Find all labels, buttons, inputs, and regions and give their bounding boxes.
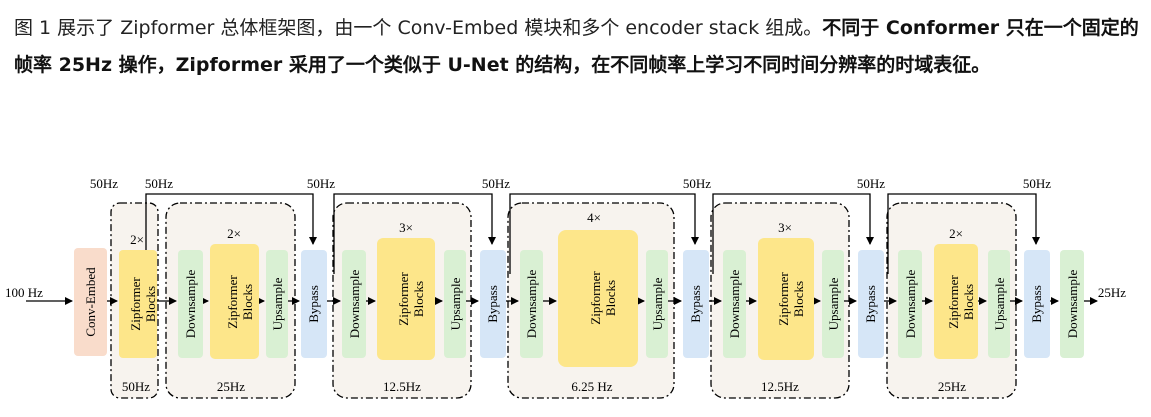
upsample-block-1 xyxy=(266,250,288,358)
bypass-block-4 xyxy=(858,250,884,358)
conv-embed-block xyxy=(74,248,107,356)
final-downsample-label: Downsample xyxy=(1065,269,1080,338)
skip-label: 50Hz xyxy=(145,176,173,191)
stack-rate-label: 25Hz xyxy=(938,379,966,394)
bypass-label: Bypass xyxy=(485,285,500,323)
downsample-block-5 xyxy=(898,250,922,358)
zipformer-label: ZipformerBlocks xyxy=(776,272,806,326)
skip-label: 50Hz xyxy=(857,176,885,191)
skip-label: 50Hz xyxy=(90,176,118,191)
intro-paragraph: 图 1 展示了 Zipformer 总体框架图，由一个 Conv-Embed 模… xyxy=(14,10,1142,84)
repeat-count: 3× xyxy=(399,220,413,235)
zipformer-label: ZipformerBlocks xyxy=(588,271,618,325)
upsample-label: Upsample xyxy=(992,277,1007,330)
upsample-block-3 xyxy=(646,250,668,358)
bypass-block-3 xyxy=(683,250,709,358)
bypass-block-2 xyxy=(480,250,506,358)
stack-rate-label: 6.25 Hz xyxy=(571,379,612,394)
conv-embed-label: Conv-Embed xyxy=(83,267,98,337)
zipformer-label: ZipformerBlocks xyxy=(225,275,255,329)
stack-rate-label: 25Hz xyxy=(217,379,245,394)
bypass-block-5 xyxy=(1024,250,1050,358)
zipformer-block-3 xyxy=(558,230,638,367)
repeat-count: 2× xyxy=(130,232,144,247)
downsample-block-4 xyxy=(723,250,746,358)
stack-rate-label: 50Hz xyxy=(122,379,150,394)
paragraph-bold-text: 不同于 Conformer 只在一个固定的帧率 25Hz 操作，Zipforme… xyxy=(14,17,1139,76)
zipformer-label: ZipformerBlocks xyxy=(946,275,976,329)
bypass-label: Bypass xyxy=(688,285,703,323)
skip-label: 50Hz xyxy=(683,176,711,191)
skip-label: 50Hz xyxy=(1023,176,1051,191)
zipformer-label: ZipformerBlocks xyxy=(396,272,426,326)
upsample-block-4 xyxy=(822,250,844,358)
repeat-count: 2× xyxy=(227,226,241,241)
upsample-label: Upsample xyxy=(270,277,285,330)
skip-label: 50Hz xyxy=(482,176,510,191)
downsample-label: Downsample xyxy=(524,269,539,338)
downsample-label: Downsample xyxy=(183,269,198,338)
repeat-count: 3× xyxy=(778,220,792,235)
downsample-block-1 xyxy=(178,250,203,358)
stack-rate-label: 12.5Hz xyxy=(383,379,421,394)
downsample-block-3 xyxy=(520,250,543,358)
input-rate-label: 100 Hz xyxy=(5,285,43,300)
upsample-label: Upsample xyxy=(448,277,463,330)
bypass-label: Bypass xyxy=(863,285,878,323)
skip-label: 50Hz xyxy=(307,176,335,191)
downsample-block-2 xyxy=(342,250,366,358)
upsample-block-5 xyxy=(988,250,1010,358)
upsample-block-2 xyxy=(444,250,466,358)
zipformer-block-1 xyxy=(210,244,259,359)
zipformer-label: ZipformerBlocks xyxy=(128,277,158,331)
stack-rate-label: 12.5Hz xyxy=(761,379,799,394)
zipformer-block-0 xyxy=(119,250,157,358)
zipformer-block-2 xyxy=(377,238,435,360)
upsample-label: Upsample xyxy=(650,277,665,330)
bypass-block-1 xyxy=(301,250,327,358)
repeat-count: 4× xyxy=(587,210,601,225)
final-downsample-block xyxy=(1060,250,1084,358)
repeat-count: 2× xyxy=(949,226,963,241)
downsample-label: Downsample xyxy=(347,269,362,338)
output-rate-label: 25Hz xyxy=(1098,285,1126,300)
bypass-label: Bypass xyxy=(1029,285,1044,323)
zipformer-block-4 xyxy=(758,238,814,360)
bypass-label: Bypass xyxy=(306,285,321,323)
upsample-label: Upsample xyxy=(826,277,841,330)
paragraph-normal-text: 图 1 展示了 Zipformer 总体框架图，由一个 Conv-Embed 模… xyxy=(14,17,823,39)
skip-connections xyxy=(145,193,1040,274)
downsample-label: Downsample xyxy=(727,269,742,338)
zipformer-block-5 xyxy=(934,244,978,359)
downsample-label: Downsample xyxy=(903,269,918,338)
